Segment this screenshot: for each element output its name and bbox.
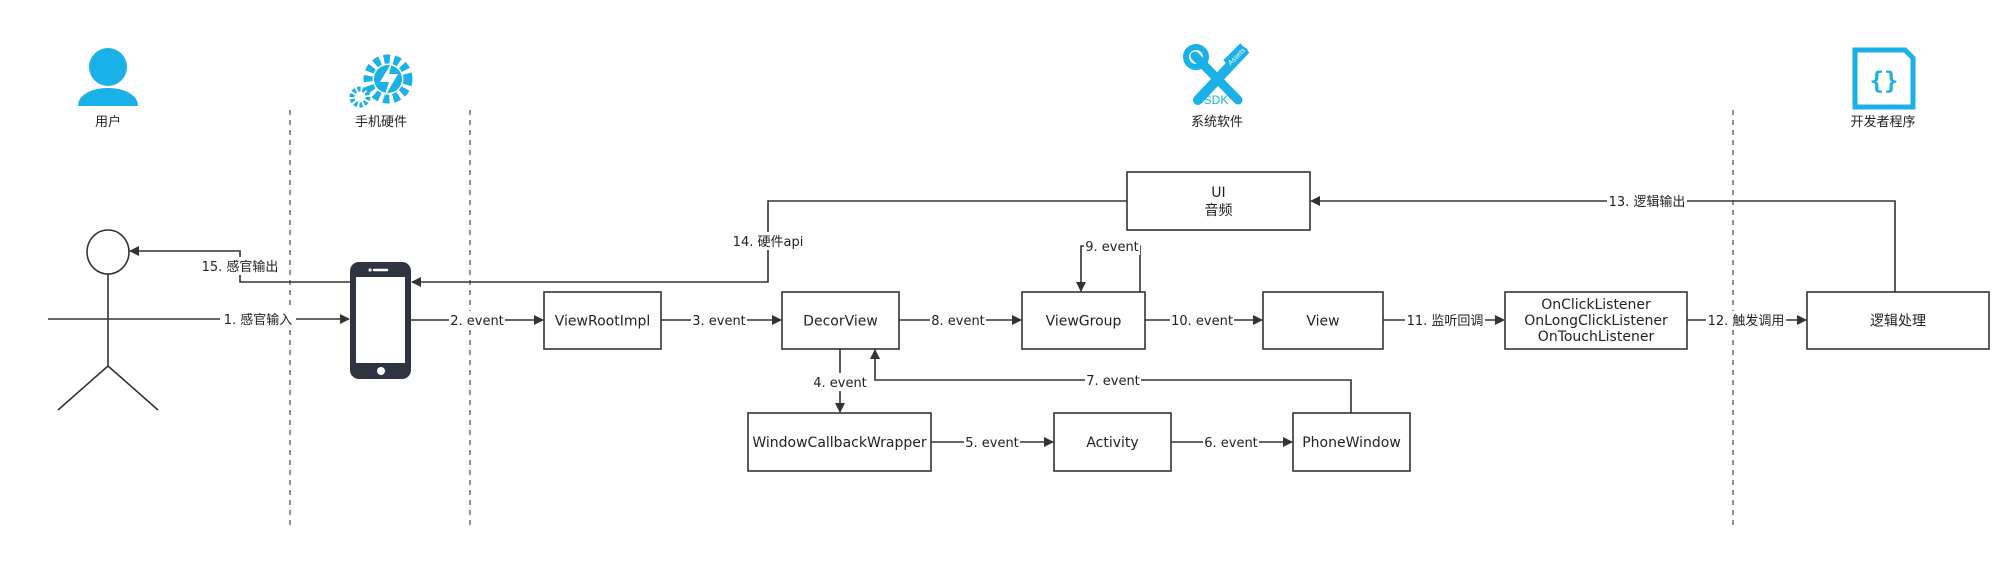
edge-label-6: 6. event: [1203, 433, 1259, 451]
edge-label-text: 12. 触发调用: [1708, 313, 1785, 329]
edge-label-text: 15. 感官输出: [202, 259, 279, 275]
view-box: View: [1262, 291, 1384, 350]
sdk-badge: SDK: [1204, 93, 1229, 107]
node-text: WindowCallbackWrapper: [752, 435, 927, 451]
edge-label-text: 10. event: [1171, 314, 1233, 329]
node-text: OnLongClickListener: [1524, 313, 1668, 329]
edge-label-text: 9. event: [1085, 240, 1139, 255]
lane-label-hardware: 手机硬件: [355, 115, 407, 130]
edge-label-10: 10. event: [1170, 311, 1234, 329]
edge-label-2: 2. event: [449, 311, 505, 329]
lane-label-developer: 开发者程序: [1850, 114, 1915, 130]
node-text: 逻辑处理: [1870, 314, 1926, 330]
node-text: Activity: [1086, 435, 1138, 451]
edge-label-text: 11. 监听回调: [1407, 314, 1484, 329]
edge-label-15: 15. 感官输出: [198, 257, 282, 275]
edge-label-text: 14. 硬件api: [733, 235, 804, 250]
user-icon: [78, 48, 138, 106]
gear-lightning-icon: [349, 54, 413, 108]
lane-label-system: 系统软件: [1191, 115, 1243, 130]
node-text: DecorView: [803, 314, 878, 330]
edge-label-12: 12. 触发调用: [1706, 311, 1786, 329]
edge-label-text: 2. event: [450, 314, 504, 329]
node-text: View: [1306, 314, 1339, 330]
node-text: ViewRootImpl: [555, 314, 650, 330]
windowcallbackwrapper-box: WindowCallbackWrapper: [747, 412, 932, 472]
logic-box: 逻辑处理: [1806, 291, 1990, 350]
edge-label-text: 7. event: [1086, 374, 1140, 389]
phone-icon: [350, 262, 411, 379]
node-text: 音频: [1205, 202, 1233, 219]
edge-label-14: 14. 硬件api: [732, 232, 804, 250]
code-file-icon: {}: [1852, 47, 1916, 110]
node-text: UI: [1211, 185, 1225, 201]
user-stick-figure: [48, 229, 168, 411]
edge-label-13: 13. 逻辑输出: [1607, 192, 1687, 210]
edge-label-3: 3. event: [691, 311, 747, 329]
edge-label-4: 4. event: [812, 373, 868, 391]
activity-box: Activity: [1053, 412, 1172, 472]
edge-label-11: 11. 监听回调: [1405, 311, 1485, 329]
decorview-box: DecorView: [781, 291, 900, 350]
edge-13: [1310, 196, 1896, 292]
viewgroup-box: ViewGroup: [1021, 291, 1146, 350]
edge-label-1: 1. 感官输入: [220, 310, 296, 328]
edge-label-text: 5. event: [965, 436, 1019, 451]
edge-label-text: 1. 感官输入: [224, 312, 293, 328]
svg-text:{}: {}: [1870, 67, 1899, 95]
listeners-box: OnClickListener OnLongClickListener OnTo…: [1504, 291, 1688, 350]
node-text: ViewGroup: [1046, 314, 1122, 330]
viewrootimpl-box: ViewRootImpl: [543, 291, 662, 350]
ui-audio-box: UI 音频: [1126, 171, 1311, 231]
edge-label-text: 3. event: [692, 314, 746, 329]
edge-label-text: 6. event: [1204, 436, 1258, 451]
edge-label-7: 7. event: [1085, 371, 1141, 389]
edge-label-text: 4. event: [813, 376, 867, 391]
node-text: PhoneWindow: [1302, 435, 1401, 451]
node-text: OnTouchListener: [1538, 329, 1655, 345]
edge-label-text: 8. event: [931, 314, 985, 329]
phonewindow-box: PhoneWindow: [1292, 412, 1411, 472]
edge-label-5: 5. event: [964, 433, 1020, 451]
edge-label-9: 9. event: [1084, 237, 1140, 255]
lane-label-user: 用户: [95, 114, 121, 130]
edge-label-8: 8. event: [930, 311, 986, 329]
sdk-tools-icon: Assets SDK: [1183, 43, 1250, 107]
node-text: OnClickListener: [1541, 297, 1651, 313]
edge-label-text: 13. 逻辑输出: [1609, 194, 1686, 210]
